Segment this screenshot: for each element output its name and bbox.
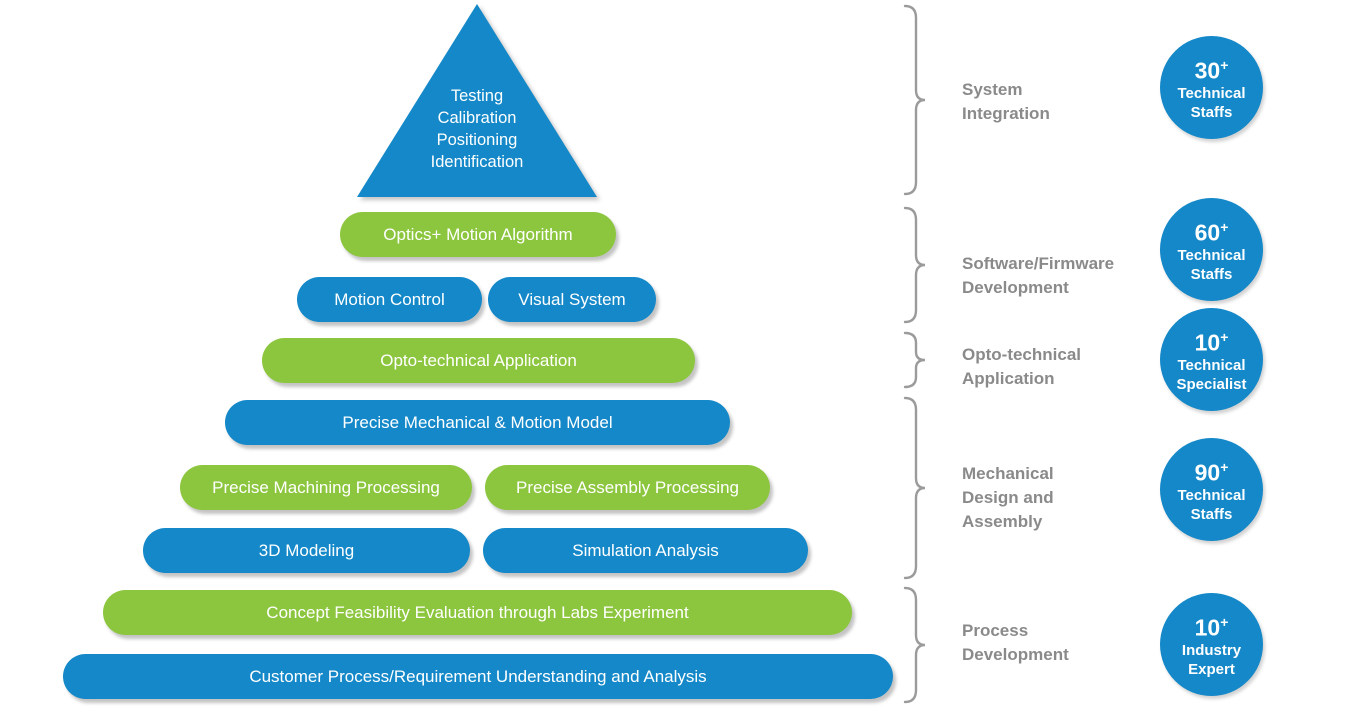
triangle-shape: Testing Calibration Positioning Identifi…	[357, 4, 597, 197]
badge-count: 10+	[1194, 614, 1229, 641]
group-label-line: System	[962, 80, 1023, 99]
badge-count: 30+	[1194, 57, 1229, 84]
pill-precise-mechanical-motion-model: Precise Mechanical & Motion Model	[225, 400, 730, 445]
group-label-line: Software/Firmware	[962, 254, 1115, 273]
badge-description: Industry Expert	[1181, 641, 1242, 678]
group-label-system-integration: System Integration	[962, 78, 1050, 126]
group-label-process-development: Process Development	[962, 619, 1069, 667]
pill-simulation-analysis: Simulation Analysis	[483, 528, 808, 573]
apex-text: Testing Calibration Positioning Identifi…	[357, 85, 597, 173]
group-label-line: Opto-technical	[962, 345, 1082, 364]
plus-sign: +	[1220, 219, 1229, 236]
group-label-line: Development	[962, 278, 1069, 297]
apex-line: Calibration	[437, 109, 517, 127]
curly-brace-system-integration	[903, 4, 926, 196]
plus-sign: +	[1220, 329, 1229, 346]
plus-sign: +	[1220, 459, 1229, 476]
badge-software-firmware-staffs: 60+ Technical Staffs	[1160, 198, 1263, 301]
group-label-line: Design and	[962, 488, 1054, 507]
badge-description: Technical Specialist	[1176, 356, 1247, 393]
apex-line: Positioning	[436, 131, 518, 149]
badge-description: Technical Staffs	[1177, 84, 1246, 121]
group-label-mechanical-design-assembly: Mechanical Design and Assembly	[962, 462, 1054, 534]
badge-mechanical-design-staffs: 90+ Technical Staffs	[1160, 438, 1263, 541]
badge-opto-technical-specialist: 10+ Technical Specialist	[1160, 308, 1263, 411]
curly-brace-software-firmware	[903, 206, 926, 324]
plus-sign: +	[1220, 614, 1229, 631]
curly-brace-opto-technical	[903, 331, 926, 389]
curly-brace-mechanical-design	[903, 396, 926, 580]
pyramid-apex-triangle: Testing Calibration Positioning Identifi…	[357, 4, 597, 197]
group-label-line: Assembly	[962, 512, 1043, 531]
badge-count: 10+	[1194, 329, 1229, 356]
pill-customer-process-understanding: Customer Process/Requirement Understandi…	[63, 654, 893, 699]
group-label-line: Development	[962, 645, 1069, 664]
badge-count: 60+	[1194, 219, 1229, 246]
group-label-line: Mechanical	[962, 464, 1054, 483]
group-label-line: Application	[962, 369, 1055, 388]
badge-system-integration-staffs: 30+ Technical Staffs	[1160, 36, 1263, 139]
pill-visual-system: Visual System	[488, 277, 656, 322]
group-label-line: Process	[962, 621, 1029, 640]
group-label-line: Integration	[962, 104, 1050, 123]
apex-line: Identification	[430, 153, 524, 171]
pill-optics-motion-algorithm: Optics+ Motion Algorithm	[340, 212, 616, 257]
pill-opto-technical-application: Opto-technical Application	[262, 338, 695, 383]
badge-count: 90+	[1194, 459, 1229, 486]
badge-process-development-expert: 10+ Industry Expert	[1160, 593, 1263, 696]
group-label-software-firmware-development: Software/Firmware Development	[962, 252, 1114, 300]
pill-precise-assembly-processing: Precise Assembly Processing	[485, 465, 770, 510]
group-label-opto-technical-application: Opto-technical Application	[962, 343, 1081, 391]
badge-description: Technical Staffs	[1177, 246, 1246, 283]
plus-sign: +	[1220, 57, 1229, 74]
pill-3d-modeling: 3D Modeling	[143, 528, 470, 573]
badge-description: Technical Staffs	[1177, 486, 1246, 523]
pill-motion-control: Motion Control	[297, 277, 482, 322]
apex-line: Testing	[450, 87, 504, 105]
pill-precise-machining-processing: Precise Machining Processing	[180, 465, 472, 510]
curly-brace-process-development	[903, 586, 926, 704]
pill-concept-feasibility-evaluation: Concept Feasibility Evaluation through L…	[103, 590, 852, 635]
